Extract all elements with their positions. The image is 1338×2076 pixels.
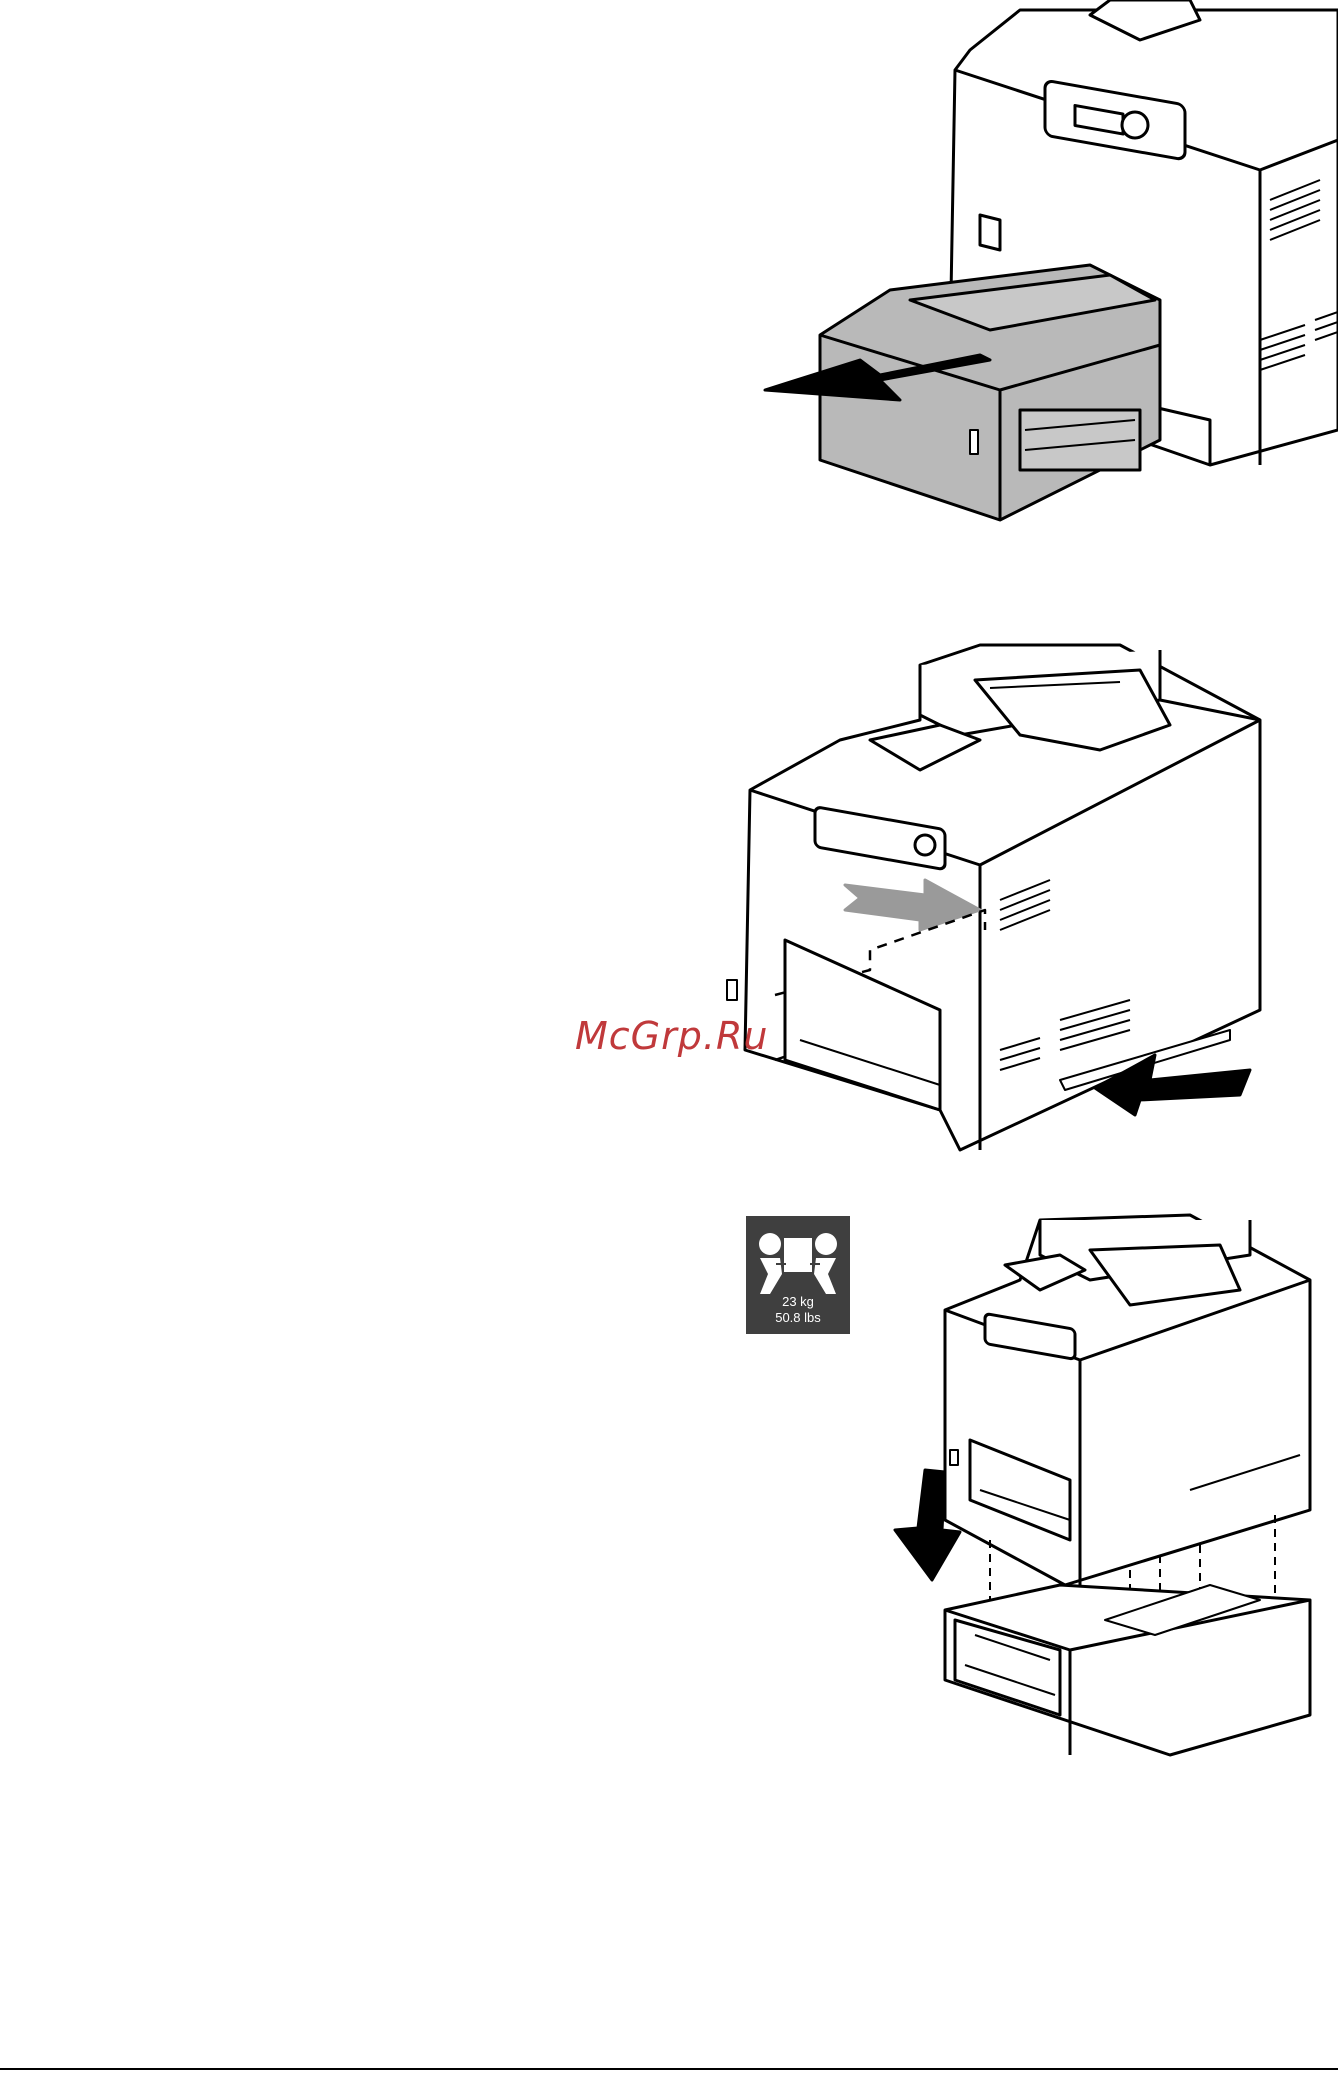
weight-lbs-label: 50.8 lbs bbox=[746, 1310, 850, 1325]
install-on-tray-module-figure bbox=[880, 1210, 1320, 1780]
printer-slot-figure bbox=[720, 640, 1280, 1160]
control-dial-icon bbox=[1122, 112, 1148, 138]
weight-warning-badge: 23 kg 50.8 lbs bbox=[746, 1216, 850, 1334]
weight-kg-label: 23 kg bbox=[746, 1294, 850, 1309]
watermark-text: McGrp.Ru bbox=[575, 1014, 768, 1058]
remove-paper-tray-figure bbox=[760, 0, 1338, 530]
page-footer-rule bbox=[0, 2068, 1338, 2070]
two-person-lift-icon bbox=[746, 1216, 850, 1296]
control-dial-icon bbox=[915, 835, 935, 855]
